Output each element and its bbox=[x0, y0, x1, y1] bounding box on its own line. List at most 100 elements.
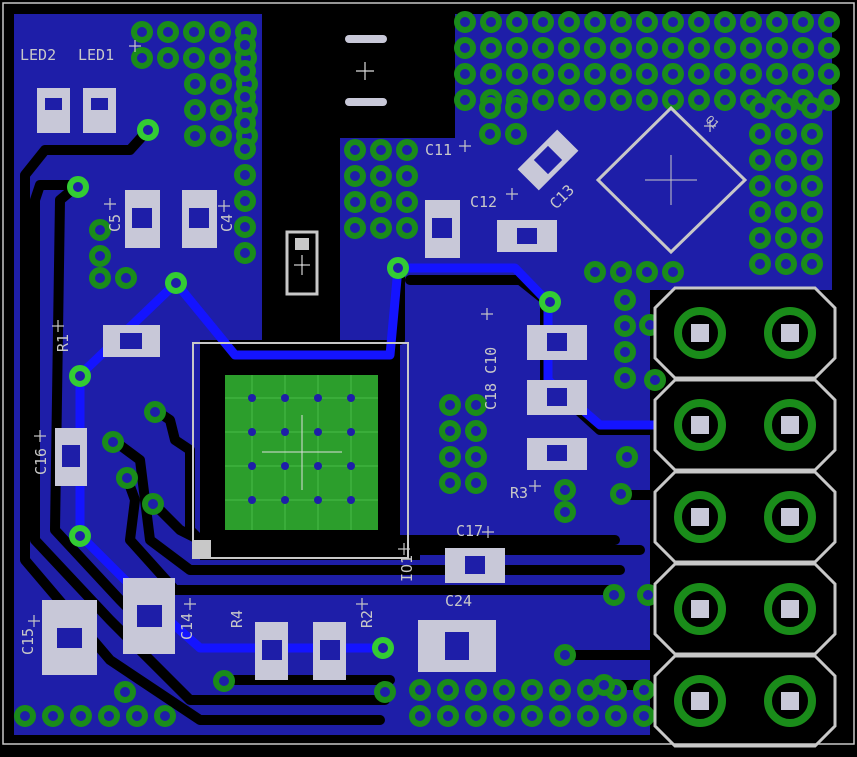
via bbox=[818, 89, 840, 111]
header-pin bbox=[781, 600, 799, 618]
via bbox=[344, 165, 366, 187]
via bbox=[465, 705, 487, 727]
via bbox=[662, 37, 684, 59]
smd-pad-inner bbox=[45, 98, 567, 660]
via bbox=[89, 219, 111, 241]
via bbox=[614, 315, 636, 337]
via bbox=[532, 63, 554, 85]
via bbox=[740, 37, 762, 59]
via bbox=[210, 99, 232, 121]
via bbox=[636, 89, 658, 111]
via bbox=[131, 47, 153, 69]
via bbox=[115, 267, 137, 289]
via bbox=[775, 253, 797, 275]
via bbox=[636, 11, 658, 33]
via bbox=[521, 705, 543, 727]
via bbox=[234, 164, 256, 186]
label-c12: C12 bbox=[470, 193, 497, 211]
via bbox=[210, 125, 232, 147]
ic-outline bbox=[192, 342, 409, 559]
via bbox=[409, 705, 431, 727]
via bbox=[465, 446, 487, 468]
clearance-traces bbox=[20, 125, 705, 725]
via bbox=[558, 63, 580, 85]
via bbox=[801, 227, 823, 249]
via bbox=[465, 420, 487, 442]
label-c18-c10: C18 C10 bbox=[482, 347, 500, 410]
label-c11: C11 bbox=[425, 141, 452, 159]
label-r3: R3 bbox=[510, 484, 528, 502]
via bbox=[370, 191, 392, 213]
via bbox=[370, 217, 392, 239]
label-c17: C17 bbox=[456, 522, 483, 540]
via bbox=[465, 472, 487, 494]
via bbox=[558, 11, 580, 33]
header-pin bbox=[781, 416, 799, 434]
via bbox=[454, 37, 476, 59]
via bbox=[137, 119, 159, 141]
via bbox=[409, 679, 431, 701]
via bbox=[749, 201, 771, 223]
via bbox=[154, 705, 176, 727]
header-pin bbox=[691, 508, 709, 526]
via bbox=[539, 291, 561, 313]
via bbox=[465, 679, 487, 701]
via bbox=[584, 11, 606, 33]
via bbox=[605, 705, 627, 727]
via bbox=[584, 261, 606, 283]
via bbox=[183, 21, 205, 43]
via bbox=[740, 63, 762, 85]
via bbox=[506, 37, 528, 59]
via bbox=[818, 11, 840, 33]
via bbox=[633, 705, 655, 727]
via bbox=[157, 21, 179, 43]
ic-pin1-marker bbox=[193, 540, 211, 558]
via bbox=[114, 681, 136, 703]
via bbox=[454, 11, 476, 33]
via bbox=[126, 705, 148, 727]
via bbox=[775, 227, 797, 249]
header-pin bbox=[691, 324, 709, 342]
via bbox=[67, 176, 89, 198]
via bbox=[636, 261, 658, 283]
via bbox=[636, 63, 658, 85]
via bbox=[610, 37, 632, 59]
via bbox=[396, 139, 418, 161]
label-c24: C24 bbox=[445, 592, 472, 610]
via bbox=[593, 674, 615, 696]
via bbox=[644, 369, 666, 391]
silkscreen-labels: LED2 LED1 C5 C4 R1 C16 C15 C14 R4 R2 C11… bbox=[19, 46, 721, 655]
via bbox=[98, 705, 120, 727]
via bbox=[610, 261, 632, 283]
label-led2: LED2 bbox=[20, 46, 56, 64]
via bbox=[610, 63, 632, 85]
label-c16: C16 bbox=[32, 448, 50, 475]
via bbox=[584, 89, 606, 111]
via bbox=[370, 165, 392, 187]
via bbox=[234, 60, 256, 82]
via bbox=[234, 34, 256, 56]
via bbox=[184, 125, 206, 147]
via bbox=[493, 705, 515, 727]
via bbox=[157, 47, 179, 69]
via bbox=[344, 217, 366, 239]
via bbox=[372, 637, 394, 659]
c13-footprint bbox=[517, 129, 579, 191]
header-pin bbox=[781, 508, 799, 526]
via bbox=[439, 472, 461, 494]
via bbox=[766, 63, 788, 85]
via bbox=[740, 11, 762, 33]
via bbox=[234, 190, 256, 212]
via bbox=[183, 47, 205, 69]
connector-header bbox=[653, 286, 837, 748]
via bbox=[801, 97, 823, 119]
via bbox=[554, 644, 576, 666]
via bbox=[209, 47, 231, 69]
via bbox=[577, 705, 599, 727]
via bbox=[662, 261, 684, 283]
via bbox=[775, 123, 797, 145]
via bbox=[344, 139, 366, 161]
via bbox=[131, 21, 153, 43]
via bbox=[688, 37, 710, 59]
via bbox=[749, 97, 771, 119]
